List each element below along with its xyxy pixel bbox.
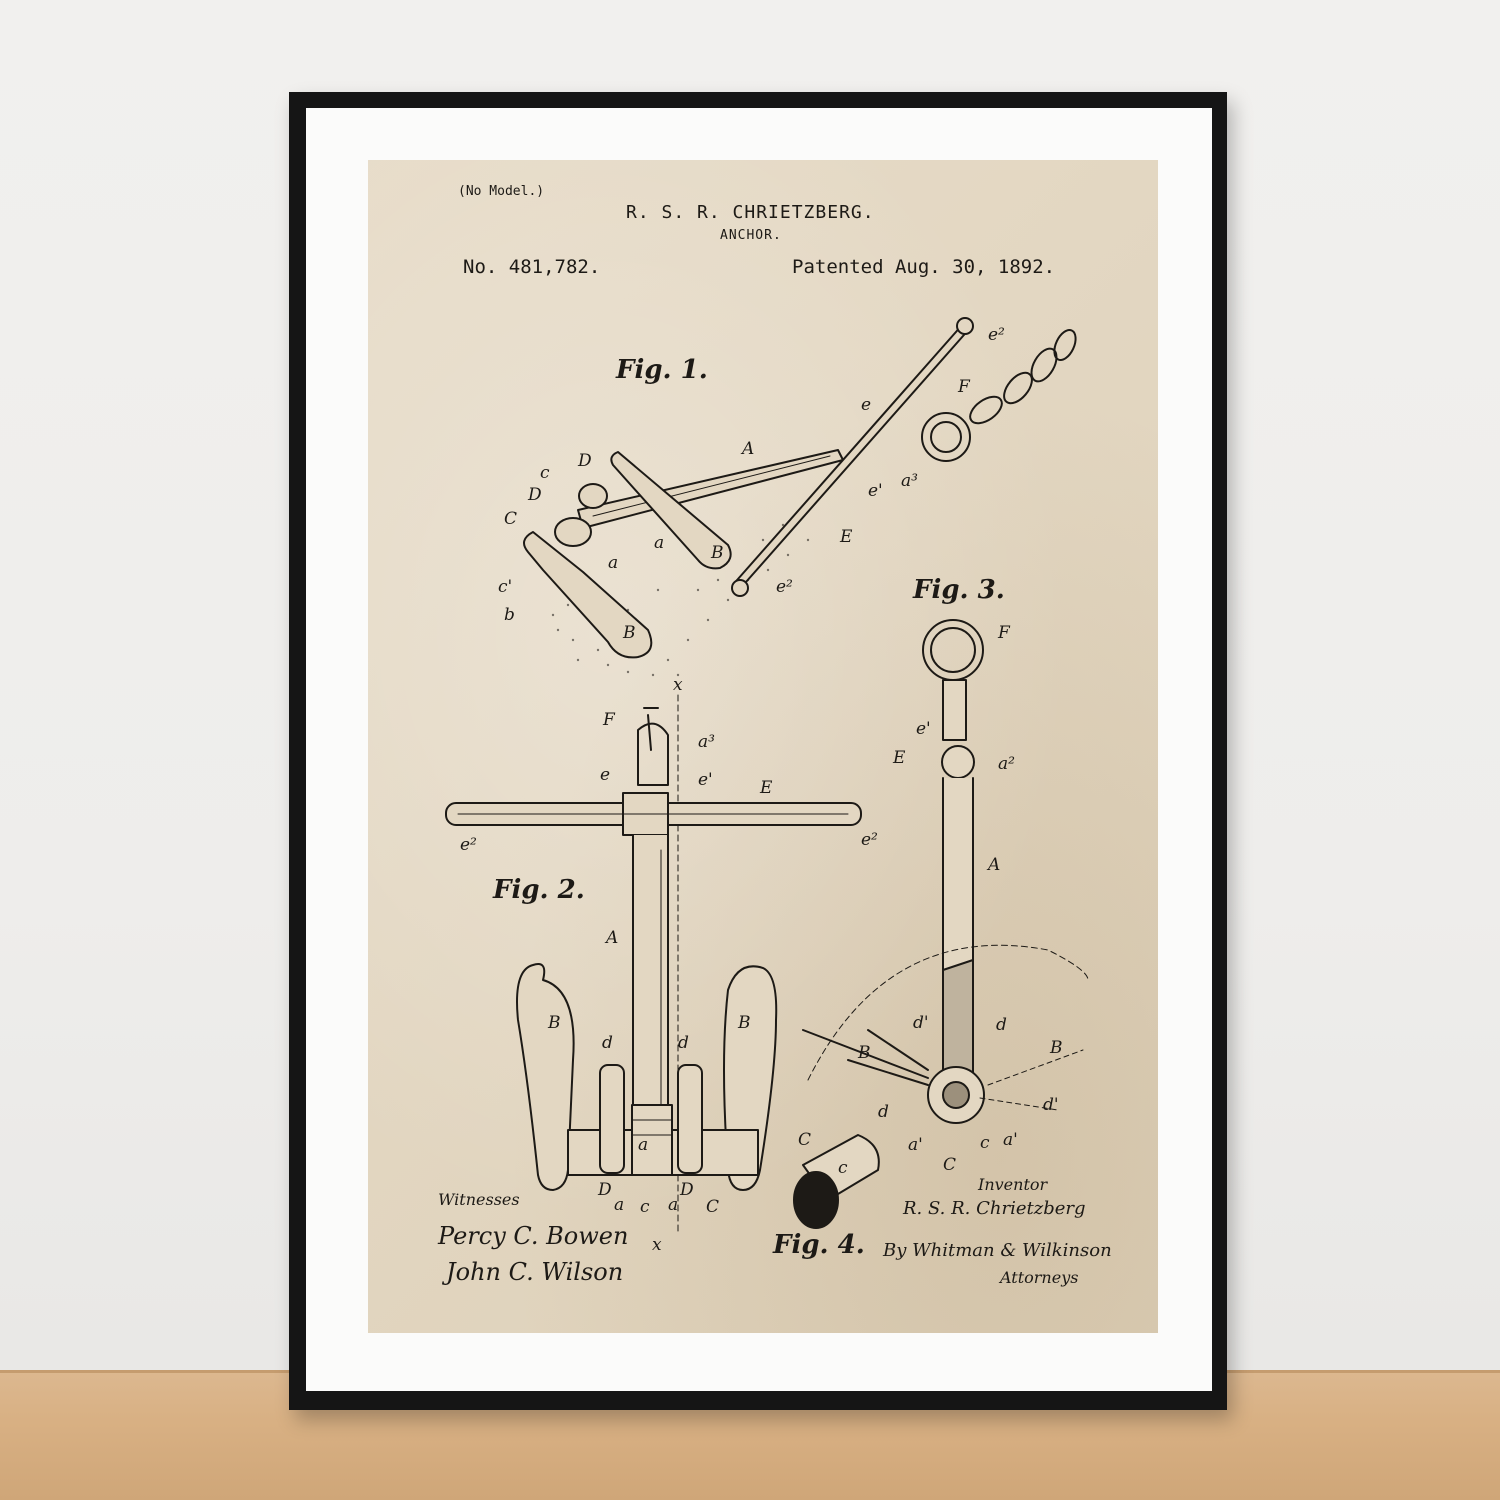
svg-text:e²: e²	[861, 830, 878, 850]
patent-date: Patented Aug. 30, 1892.	[792, 256, 1056, 278]
svg-text:C: C	[706, 1197, 719, 1217]
svg-text:C: C	[943, 1155, 956, 1175]
svg-text:e²: e²	[460, 835, 477, 855]
svg-text:e: e	[861, 395, 871, 415]
fig1-label: Fig. 1.	[616, 355, 708, 385]
anchor-drawing: A E D c D C c' b B B a a e e² F a³ e' e²	[445, 317, 1089, 1255]
svg-text:b: b	[504, 605, 515, 625]
svg-text:B: B	[857, 1043, 871, 1063]
svg-text:a³: a³	[901, 471, 918, 491]
svg-text:e': e'	[698, 770, 713, 790]
svg-text:c': c'	[498, 577, 512, 597]
fig2-label: Fig. 2.	[493, 875, 585, 905]
svg-text:e: e	[600, 765, 610, 785]
patent-print: (No Model.) R. S. R. CHRIETZBERG. ANCHOR…	[368, 160, 1158, 1333]
svg-text:c: c	[540, 463, 550, 483]
svg-text:C: C	[798, 1130, 811, 1150]
svg-text:D: D	[597, 1180, 612, 1200]
svg-text:B: B	[1049, 1038, 1063, 1058]
svg-text:c: c	[838, 1158, 848, 1178]
svg-text:e': e'	[868, 481, 883, 501]
svg-text:d: d	[602, 1033, 613, 1053]
svg-text:d': d'	[1043, 1095, 1059, 1115]
svg-text:F: F	[997, 623, 1011, 643]
svg-text:a: a	[638, 1135, 648, 1155]
svg-text:e²: e²	[776, 577, 793, 597]
svg-text:x: x	[673, 675, 683, 695]
fig4-label: Fig. 4.	[773, 1230, 865, 1260]
svg-text:B: B	[622, 623, 636, 643]
patent-number: No. 481,782.	[463, 256, 601, 278]
witness-signature-1: Percy C. Bowen	[438, 1222, 629, 1250]
svg-text:a: a	[614, 1195, 624, 1215]
svg-text:c: c	[640, 1197, 650, 1217]
svg-text:B: B	[737, 1013, 751, 1033]
attorneys-label: Attorneys	[1000, 1268, 1079, 1287]
svg-text:E: E	[839, 527, 853, 547]
fig3-label: Fig. 3.	[913, 575, 1005, 605]
fig1-anchor-illustration	[523, 317, 1077, 677]
svg-text:c: c	[980, 1133, 990, 1153]
svg-text:a: a	[668, 1195, 678, 1215]
svg-text:D: D	[527, 485, 542, 505]
svg-text:D: D	[679, 1180, 694, 1200]
no-model-note: (No Model.)	[458, 184, 545, 199]
inventor-label: Inventor	[978, 1175, 1048, 1194]
witness-signature-2: John C. Wilson	[446, 1258, 624, 1286]
svg-text:d: d	[996, 1015, 1007, 1035]
svg-text:x: x	[652, 1235, 662, 1255]
svg-text:A: A	[986, 855, 1000, 875]
svg-text:d': d'	[913, 1013, 929, 1033]
svg-text:a³: a³	[698, 732, 715, 752]
svg-text:B: B	[710, 543, 724, 563]
svg-text:D: D	[577, 451, 592, 471]
inventor-heading: R. S. R. CHRIETZBERG.	[626, 202, 875, 223]
svg-text:d: d	[678, 1033, 689, 1053]
attorneys-signature: By Whitman & Wilkinson	[883, 1240, 1112, 1261]
svg-text:B: B	[547, 1013, 561, 1033]
svg-text:a: a	[608, 553, 618, 573]
svg-text:a: a	[654, 533, 664, 553]
svg-text:C: C	[504, 509, 517, 529]
fig4-collar-illustration	[793, 1134, 880, 1229]
witnesses-label: Witnesses	[438, 1190, 520, 1209]
svg-text:E: E	[892, 748, 906, 768]
svg-text:A: A	[604, 928, 618, 948]
svg-text:e': e'	[916, 719, 931, 739]
invention-title: ANCHOR.	[720, 228, 782, 243]
svg-text:E: E	[759, 778, 773, 798]
svg-text:A: A	[740, 439, 754, 459]
svg-text:a': a'	[908, 1135, 923, 1155]
svg-text:e²: e²	[988, 325, 1005, 345]
svg-text:d: d	[878, 1102, 889, 1122]
inventor-signature: R. S. R. Chrietzberg	[903, 1198, 1086, 1219]
svg-text:a': a'	[1003, 1130, 1018, 1150]
svg-text:F: F	[957, 377, 971, 397]
svg-text:a²: a²	[998, 754, 1015, 774]
fig2-anchor-illustration	[445, 694, 862, 1236]
svg-text:F: F	[602, 710, 616, 730]
fig3-anchor-illustration	[802, 619, 1089, 1124]
